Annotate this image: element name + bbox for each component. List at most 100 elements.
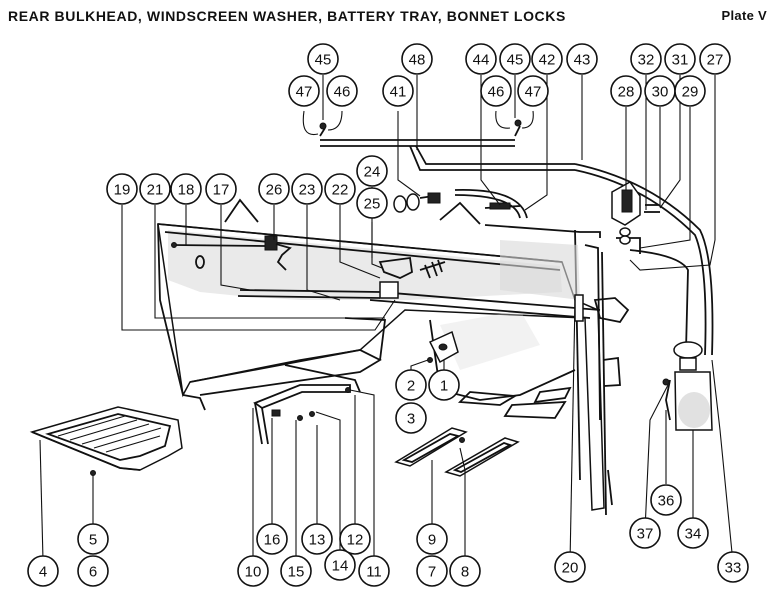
callout-label: 4 — [39, 564, 47, 581]
callout-label: 22 — [332, 182, 349, 199]
callout-3: 3 — [395, 402, 427, 434]
callout-4: 4 — [27, 555, 59, 587]
callout-12: 12 — [339, 523, 371, 555]
callout-label: 15 — [288, 564, 305, 581]
callout-15: 15 — [280, 555, 312, 587]
callout-circle — [27, 555, 59, 587]
callout-label: 33 — [725, 560, 742, 577]
callout-32: 32 — [630, 43, 662, 75]
callout-48: 48 — [401, 43, 433, 75]
callout-circle — [258, 173, 290, 205]
callout-44: 44 — [465, 43, 497, 75]
callout-label: 1 — [440, 378, 448, 395]
callout-label: 16 — [264, 532, 281, 549]
callout-circle — [324, 549, 356, 581]
callout-26: 26 — [258, 173, 290, 205]
callout-16: 16 — [256, 523, 288, 555]
callout-27: 27 — [699, 43, 731, 75]
callout-label: 26 — [266, 182, 283, 199]
callout-circle — [280, 555, 312, 587]
washer-bottle — [662, 341, 713, 431]
callout-label: 7 — [428, 564, 436, 581]
plate-title: REAR BULKHEAD, WINDSCREEN WASHER, BATTER… — [8, 8, 566, 24]
callout-22: 22 — [324, 173, 356, 205]
callout-18: 18 — [170, 173, 202, 205]
callout-circle — [170, 173, 202, 205]
callout-label: 5 — [89, 532, 97, 549]
callout-circle — [356, 155, 388, 187]
callout-circle — [517, 75, 549, 107]
callout-label: 42 — [539, 52, 556, 69]
callout-circle — [77, 523, 109, 555]
callout-circle — [395, 369, 427, 401]
callout-circle — [465, 43, 497, 75]
callout-label: 27 — [707, 52, 724, 69]
callout-circle — [326, 75, 358, 107]
callout-42: 42 — [531, 43, 563, 75]
callout-label: 36 — [658, 493, 675, 510]
callout-circle — [106, 173, 138, 205]
callout-25: 25 — [356, 187, 388, 219]
callout-11: 11 — [358, 555, 390, 587]
callout-31: 31 — [664, 43, 696, 75]
callout-label: 45 — [315, 52, 332, 69]
callout-8: 8 — [449, 555, 481, 587]
callout-label: 11 — [366, 564, 382, 581]
callout-label: 34 — [685, 526, 702, 543]
callout-label: 14 — [332, 558, 349, 575]
callout-circle — [77, 555, 109, 587]
callout-label: 44 — [473, 52, 490, 69]
seal-plates — [394, 427, 520, 477]
callout-circle — [205, 173, 237, 205]
callout-1: 1 — [428, 369, 460, 401]
callout-label: 18 — [178, 182, 195, 199]
callout-13: 13 — [301, 523, 333, 555]
callout-label: 46 — [334, 84, 351, 101]
callout-label: 24 — [364, 164, 381, 181]
callout-17: 17 — [205, 173, 237, 205]
callout-circle — [677, 517, 709, 549]
callout-45: 45 — [499, 43, 531, 75]
callout-label: 12 — [347, 532, 364, 549]
callout-label: 9 — [428, 532, 436, 549]
callout-circle — [339, 523, 371, 555]
callout-21: 21 — [139, 173, 171, 205]
callout-label: 47 — [296, 84, 313, 101]
callout-label: 3 — [407, 411, 415, 428]
lock-plate — [427, 330, 459, 364]
callout-circle — [480, 75, 512, 107]
callout-circle — [650, 484, 682, 516]
callout-label: 25 — [364, 196, 381, 213]
callout-circle — [699, 43, 731, 75]
callout-label: 46 — [488, 84, 505, 101]
callout-47: 47 — [517, 75, 549, 107]
callout-circle — [237, 555, 269, 587]
callout-label: 45 — [507, 52, 524, 69]
callout-46: 46 — [326, 75, 358, 107]
callout-label: 29 — [682, 84, 699, 101]
callout-14: 14 — [324, 549, 356, 581]
callout-34: 34 — [677, 517, 709, 549]
callout-label: 30 — [652, 84, 669, 101]
callout-label: 19 — [114, 182, 131, 199]
callout-circle — [356, 187, 388, 219]
callout-circle — [416, 555, 448, 587]
callout-2: 2 — [395, 369, 427, 401]
callout-36: 36 — [650, 484, 682, 516]
callout-circle — [382, 75, 414, 107]
callout-circle — [256, 523, 288, 555]
callout-circle — [139, 173, 171, 205]
callout-circle — [674, 75, 706, 107]
callout-37: 37 — [629, 517, 661, 549]
battery-clamp — [253, 384, 351, 445]
callout-label: 32 — [638, 52, 655, 69]
callout-circle — [291, 173, 323, 205]
callout-24: 24 — [356, 155, 388, 187]
callout-20: 20 — [554, 551, 586, 583]
callout-circle — [449, 555, 481, 587]
callout-circle — [401, 43, 433, 75]
plate-number: Plate V — [721, 8, 767, 23]
rear-bulkhead — [157, 198, 621, 516]
